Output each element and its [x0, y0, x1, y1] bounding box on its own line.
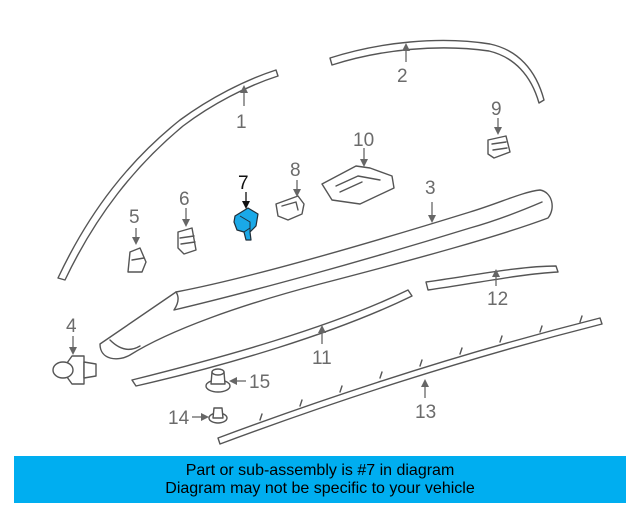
part-7-bracket[interactable] [233, 207, 259, 241]
callout-14[interactable]: 14 [168, 408, 209, 429]
callout-5-label: 5 [129, 207, 140, 228]
callout-7[interactable]: 7 [238, 173, 250, 209]
callout-9[interactable]: 9 [491, 99, 502, 135]
callout-10[interactable]: 10 [353, 130, 374, 167]
callout-6-label: 6 [179, 189, 190, 210]
callout-4[interactable]: 4 [66, 316, 77, 355]
callout-10-label: 10 [353, 130, 374, 151]
part-8-bracket [275, 195, 305, 221]
part-13-strip [217, 315, 603, 445]
part-11-moulding [131, 289, 413, 387]
info-banner: Part or sub-assembly is #7 in diagram Di… [14, 456, 626, 503]
callout-11[interactable]: 11 [312, 325, 332, 369]
callout-9-label: 9 [491, 99, 502, 120]
callout-14-label: 14 [168, 408, 190, 429]
callout-1-label: 1 [236, 112, 247, 133]
callout-11-label: 11 [312, 348, 332, 369]
callout-3-label: 3 [425, 178, 436, 199]
callout-2-label: 2 [397, 66, 408, 87]
part-5-clip [127, 247, 147, 273]
part-7-shape[interactable] [233, 207, 259, 241]
callout-6[interactable]: 6 [179, 189, 190, 227]
part-15-nut [205, 368, 231, 393]
part-3-rocker-panel [99, 189, 553, 360]
callout-13[interactable]: 13 [415, 379, 436, 423]
part-4-push-pin [52, 355, 97, 385]
callout-8[interactable]: 8 [290, 160, 301, 197]
callout-1[interactable]: 1 [236, 85, 248, 133]
part-14-grommet [208, 407, 228, 424]
part-12-trim [425, 265, 559, 291]
callout-13-label: 13 [415, 402, 436, 423]
part-1-moulding [57, 69, 279, 281]
callout-5[interactable]: 5 [129, 207, 140, 245]
callout-15[interactable]: 15 [229, 372, 270, 393]
callout-3[interactable]: 3 [425, 178, 436, 223]
callout-12-label: 12 [487, 289, 508, 310]
banner-line-1: Part or sub-assembly is #7 in diagram [185, 461, 455, 479]
part-2-moulding [329, 39, 545, 104]
callout-7-label: 7 [238, 173, 249, 194]
callout-15-label: 15 [249, 372, 270, 393]
banner-line-2: Diagram may not be specific to your vehi… [165, 479, 475, 497]
callout-12[interactable]: 12 [487, 269, 508, 310]
part-9-clip [487, 135, 511, 159]
callout-8-label: 8 [290, 160, 301, 181]
callout-2[interactable]: 2 [397, 43, 410, 87]
parts-diagram: 1 2 3 4 5 [52, 39, 603, 445]
callout-4-label: 4 [66, 316, 77, 337]
part-6-clip [177, 227, 197, 255]
part-10-cover [321, 165, 395, 205]
